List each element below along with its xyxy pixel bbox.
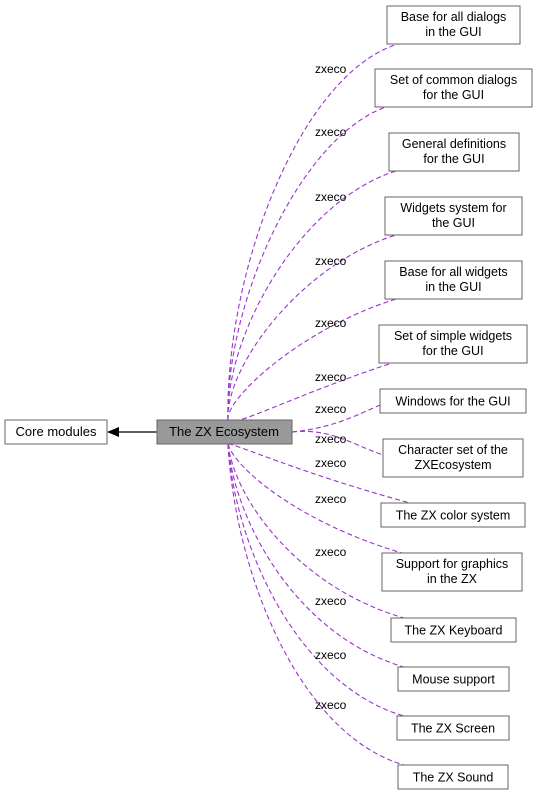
edge-widgets-system xyxy=(227,234,397,421)
edge-keyboard xyxy=(227,443,405,619)
edge-color-system xyxy=(227,443,411,504)
edge-screen xyxy=(227,443,405,717)
edge-label-color-system: zxeco xyxy=(315,456,347,470)
edge-widgets-base xyxy=(227,298,397,421)
edge-label-mouse: zxeco xyxy=(315,594,347,608)
edge-label-windows: zxeco xyxy=(315,402,347,416)
edge-label-simple-widgets: zxeco xyxy=(315,370,347,384)
node-widgets-system-label-line-1: Widgets system for xyxy=(400,201,506,215)
nodes-layer: Core modules The ZX Ecosystem Base for a… xyxy=(4,5,533,790)
node-color-system-box xyxy=(380,502,526,528)
node-dialogs-base-box xyxy=(386,5,521,45)
node-screen[interactable]: The ZX Screen xyxy=(396,715,510,741)
node-common-dialogs-box xyxy=(374,68,533,108)
node-general-definitions-label-line-2: for the GUI xyxy=(423,152,484,166)
node-widgets-base-box xyxy=(384,260,523,300)
node-graphics-box xyxy=(381,552,523,592)
edge-mouse xyxy=(227,443,405,668)
node-sound-label: The ZX Sound xyxy=(413,771,494,785)
node-widgets-base-label-line-1: Base for all widgets xyxy=(399,265,507,279)
node-zx-ecosystem-label: The ZX Ecosystem xyxy=(169,424,279,439)
node-windows-label: Windows for the GUI xyxy=(395,395,510,409)
node-zx-ecosystem[interactable]: The ZX Ecosystem xyxy=(156,419,293,445)
node-sound-box xyxy=(397,764,509,790)
node-windows[interactable]: Windows for the GUI xyxy=(379,388,527,414)
edge-dialogs-base xyxy=(227,43,399,421)
edge-label-common-dialogs: zxeco xyxy=(315,125,347,139)
node-screen-box xyxy=(396,715,510,741)
node-keyboard-label: The ZX Keyboard xyxy=(405,624,503,638)
node-sound[interactable]: The ZX Sound xyxy=(397,764,509,790)
node-core-modules[interactable]: Core modules xyxy=(4,419,108,445)
node-screen-label: The ZX Screen xyxy=(411,722,495,736)
node-core-modules-box xyxy=(4,419,108,445)
node-widgets-system-label-line-2: the GUI xyxy=(432,216,475,230)
node-general-definitions-label-line-1: General definitions xyxy=(402,137,506,151)
edge-label-widgets-system: zxeco xyxy=(315,254,347,268)
node-color-system-label: The ZX color system xyxy=(396,509,511,523)
node-widgets-base-label-line-2: in the GUI xyxy=(425,280,481,294)
node-keyboard-box xyxy=(390,617,517,643)
node-common-dialogs-label-line-2: for the GUI xyxy=(423,88,484,102)
node-character-set-label-line-1: Character set of the xyxy=(398,443,508,457)
node-general-definitions-box xyxy=(388,132,520,172)
node-mouse-label: Mouse support xyxy=(412,673,495,687)
node-character-set-box xyxy=(382,438,524,478)
edge-simple-widgets xyxy=(227,362,393,423)
edge-graphics xyxy=(227,443,403,554)
node-zx-ecosystem-box xyxy=(156,419,293,445)
edge-windows xyxy=(291,404,381,433)
node-widgets-system-box xyxy=(384,196,523,236)
edge-common-dialogs xyxy=(227,106,387,421)
node-windows-box xyxy=(379,388,527,414)
node-simple-widgets-box xyxy=(378,324,528,364)
node-graphics-label-line-1: Support for graphics xyxy=(396,557,509,571)
edge-label-general-definitions: zxeco xyxy=(315,190,347,204)
node-simple-widgets-label-line-1: Set of simple widgets xyxy=(394,329,512,343)
node-dialogs-base-label-line-1: Base for all dialogs xyxy=(401,10,507,24)
node-character-set-label-line-2: ZXEcosystem xyxy=(414,458,491,472)
node-keyboard[interactable]: The ZX Keyboard xyxy=(390,617,517,643)
node-common-dialogs-label-line-1: Set of common dialogs xyxy=(390,73,517,87)
node-graphics-label-line-2: in the ZX xyxy=(427,572,478,586)
edge-label-sound: zxeco xyxy=(315,698,347,712)
edge-label-keyboard: zxeco xyxy=(315,545,347,559)
node-core-modules-label: Core modules xyxy=(16,424,97,439)
edge-labels-layer: zxeco zxeco zxeco zxeco zxeco zxeco zxeco zxeco… xyxy=(315,62,347,712)
node-simple-widgets-label-line-2: for the GUI xyxy=(422,344,483,358)
edge-label-graphics: zxeco xyxy=(315,492,347,506)
edge-label-screen: zxeco xyxy=(315,648,347,662)
node-dialogs-base-label-line-2: in the GUI xyxy=(425,25,481,39)
node-mouse[interactable]: Mouse support xyxy=(397,666,510,692)
edge-label-character-set: zxeco xyxy=(315,432,347,446)
node-mouse-box xyxy=(397,666,510,692)
edge-label-widgets-base: zxeco xyxy=(315,316,347,330)
edge-character-set xyxy=(291,430,384,456)
edge-general-definitions xyxy=(227,170,397,421)
edge-label-dialogs-base: zxeco xyxy=(315,62,347,76)
node-color-system[interactable]: The ZX color system xyxy=(380,502,526,528)
edges-layer xyxy=(107,43,411,766)
